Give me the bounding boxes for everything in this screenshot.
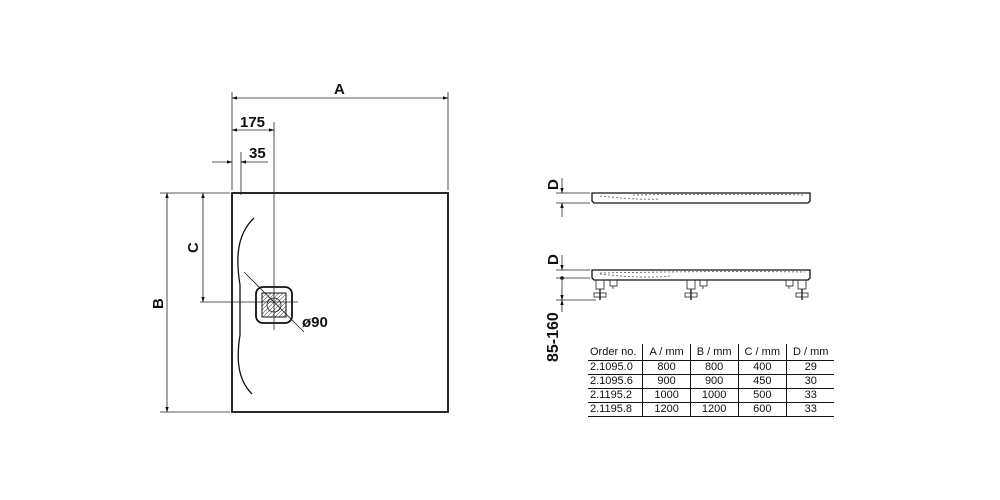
leg-icon bbox=[684, 279, 698, 300]
leg-icon bbox=[795, 279, 809, 300]
col-order-no: Order no. bbox=[588, 344, 643, 361]
table-row: 2.1095.6 900 900 450 30 bbox=[588, 374, 835, 389]
dim-175: 175 bbox=[231, 114, 275, 240]
col-c: C / mm bbox=[737, 344, 787, 361]
cell-d: 33 bbox=[786, 402, 835, 417]
drain-diameter-label: ø90 bbox=[302, 314, 328, 331]
cell-c: 600 bbox=[737, 402, 787, 417]
tray-profile-top bbox=[591, 192, 811, 204]
dim-35: 35 bbox=[212, 145, 268, 195]
cell-b: 1200 bbox=[689, 402, 739, 417]
table-row: 2.1195.2 1000 1000 500 33 bbox=[588, 388, 835, 403]
cell-d: 33 bbox=[786, 388, 835, 403]
tray-outline bbox=[231, 192, 449, 413]
cell-d: 29 bbox=[786, 360, 835, 375]
cell-a: 1200 bbox=[642, 402, 691, 417]
col-d: D / mm bbox=[786, 344, 835, 361]
dimension-table: Order no. A / mm B / mm C / mm D / mm 2.… bbox=[588, 344, 835, 417]
tray-profile-bottom bbox=[591, 269, 811, 281]
cell-a: 900 bbox=[642, 374, 691, 389]
dim-175-label: 175 bbox=[240, 114, 265, 131]
dim-d-bottom-label: D bbox=[545, 254, 562, 265]
dim-35-label: 35 bbox=[249, 145, 266, 162]
table-header-row: Order no. A / mm B / mm C / mm D / mm bbox=[588, 344, 835, 361]
dim-d-top-label: D bbox=[545, 179, 562, 190]
cell-a: 1000 bbox=[642, 388, 691, 403]
drain-icon bbox=[200, 240, 305, 333]
cell-b: 900 bbox=[689, 374, 739, 389]
dim-a: A bbox=[231, 81, 449, 190]
col-b: B / mm bbox=[689, 344, 739, 361]
leg-icon bbox=[699, 279, 708, 289]
cell-order-no: 2.1095.6 bbox=[588, 374, 643, 389]
col-a: A / mm bbox=[642, 344, 691, 361]
tray-channel-curve bbox=[237, 217, 255, 395]
dim-a-label: A bbox=[334, 81, 345, 98]
side-view-profile: D bbox=[545, 178, 811, 217]
cell-d: 30 bbox=[786, 374, 835, 389]
dim-c: C bbox=[185, 192, 205, 303]
table-row: 2.1095.0 800 800 400 29 bbox=[588, 360, 835, 375]
leg-icon bbox=[785, 279, 794, 289]
cell-b: 800 bbox=[689, 360, 739, 375]
table-row: 2.1195.8 1200 1200 600 33 bbox=[588, 402, 835, 417]
cell-a: 800 bbox=[642, 360, 691, 375]
cell-order-no: 2.1095.0 bbox=[588, 360, 643, 375]
leg-icon bbox=[609, 279, 618, 289]
cell-order-no: 2.1195.2 bbox=[588, 388, 643, 403]
cell-c: 500 bbox=[737, 388, 787, 403]
dim-b-label: B bbox=[150, 298, 167, 309]
dim-c-label: C bbox=[185, 242, 202, 253]
plan-view: ø90 A 175 35 B bbox=[150, 81, 449, 413]
cell-b: 1000 bbox=[689, 388, 739, 403]
cell-order-no: 2.1195.8 bbox=[588, 402, 643, 417]
dim-legs-label: 85-160 bbox=[545, 312, 562, 362]
cell-c: 400 bbox=[737, 360, 787, 375]
side-view-legs: D 85-160 bbox=[545, 254, 811, 362]
dim-b: B bbox=[150, 192, 230, 413]
leg-icon bbox=[593, 279, 607, 300]
cell-c: 450 bbox=[737, 374, 787, 389]
